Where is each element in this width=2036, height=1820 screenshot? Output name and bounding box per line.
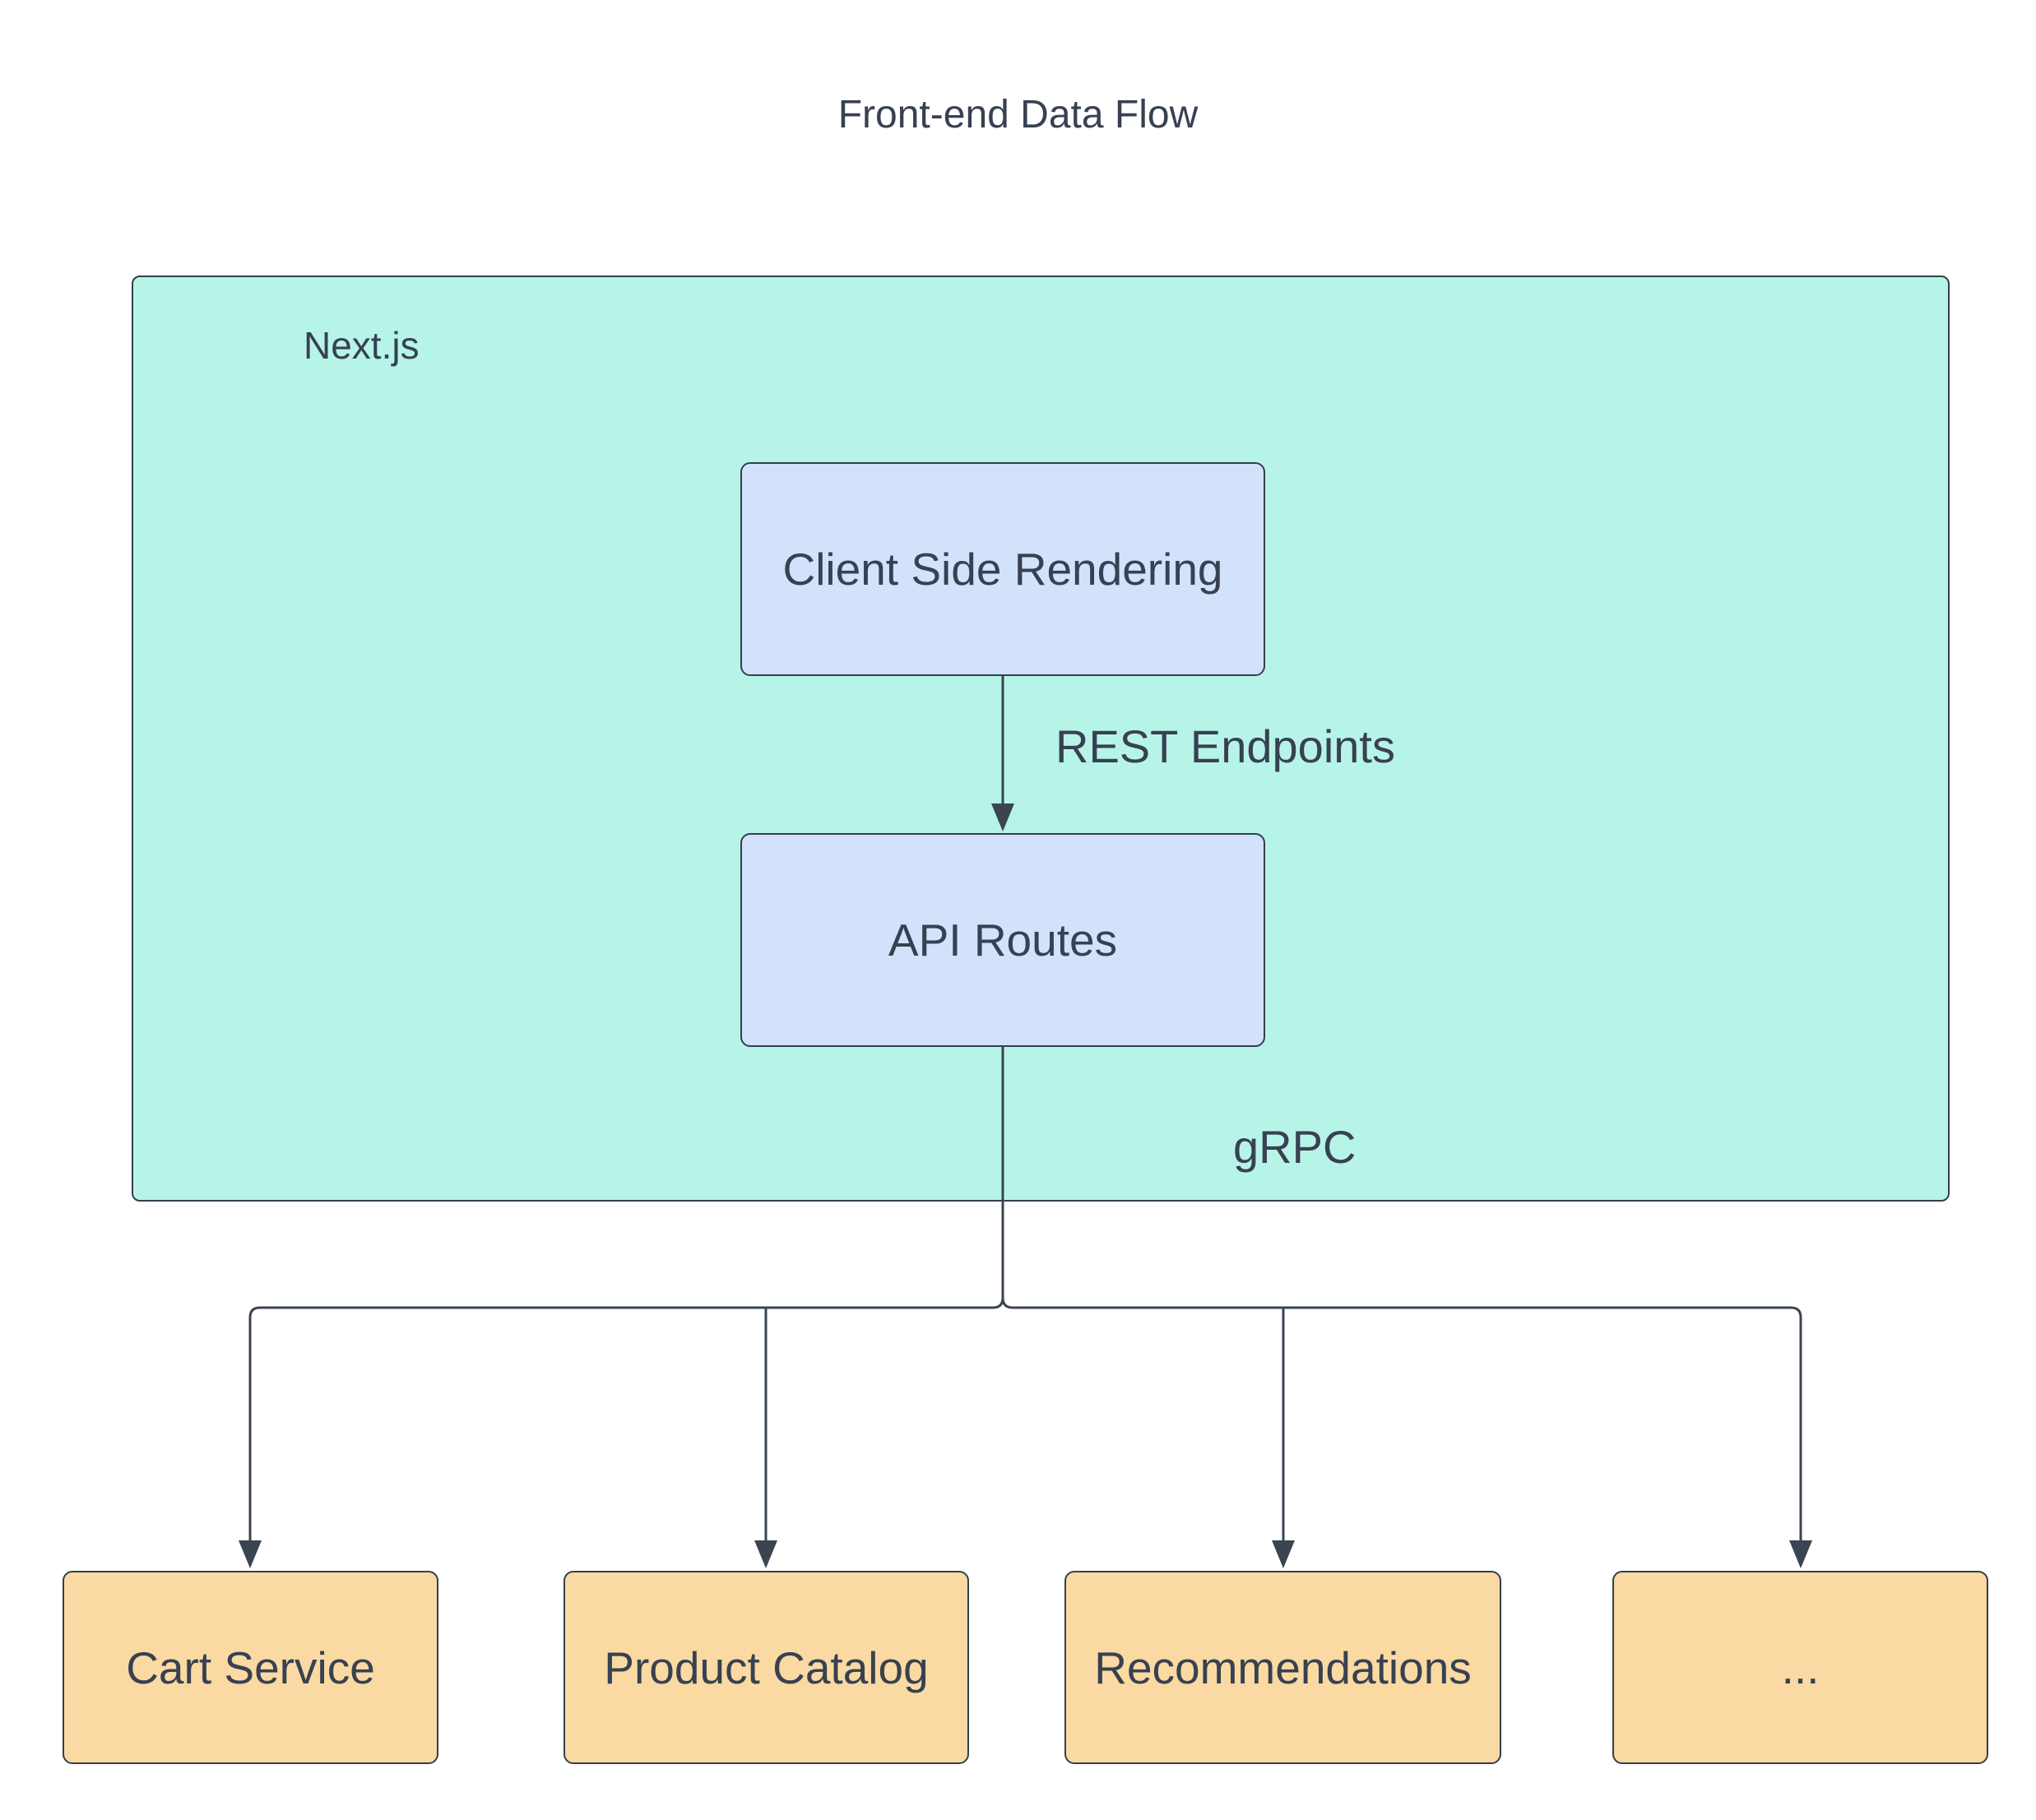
node-label: Recommendations (1094, 1642, 1472, 1693)
arrowhead-cart (239, 1540, 262, 1568)
node-label: API Routes (888, 915, 1118, 966)
node-recommendations: Recommendations (1064, 1571, 1501, 1764)
node-label: ... (1781, 1642, 1820, 1693)
node-cart-service: Cart Service (63, 1571, 438, 1764)
node-label: Cart Service (126, 1642, 375, 1693)
arrowhead-more (1789, 1540, 1812, 1568)
node-label: Product Catalog (604, 1642, 929, 1693)
cluster-label: Next.js (304, 324, 420, 367)
node-client-side-rendering: Client Side Rendering (740, 462, 1265, 676)
edge-label-grpc: gRPC (1233, 1121, 1357, 1173)
node-product-catalog: Product Catalog (563, 1571, 969, 1764)
arrowhead-catalog (754, 1540, 777, 1568)
cluster-nextjs: Next.js (132, 276, 1950, 1202)
node-ellipsis: ... (1612, 1571, 1988, 1764)
node-api-routes: API Routes (740, 833, 1265, 1047)
edge-label-rest-endpoints: REST Endpoints (1055, 720, 1395, 772)
arrowhead-recs (1272, 1540, 1295, 1568)
edge-api-more (1001, 1297, 1802, 1541)
node-label: Client Side Rendering (782, 544, 1223, 595)
diagram-title: Front-end Data Flow (837, 93, 1199, 137)
